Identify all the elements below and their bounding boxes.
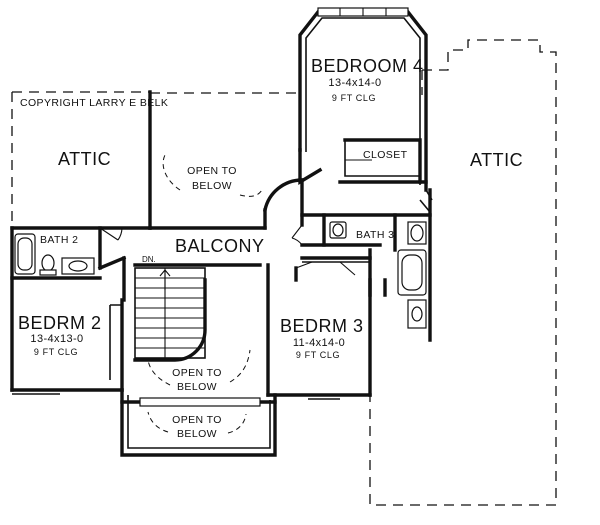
open-below-bottom-line2: BELOW: [177, 428, 217, 440]
bedrm-2-dims: 13-4x13-0: [30, 333, 84, 345]
balcony-walls: [122, 178, 304, 397]
bath-3-fixtures: [329, 221, 427, 329]
bath-3-walls: [300, 188, 432, 342]
closet-walls: [343, 138, 422, 184]
attic-right-outline: [369, 39, 557, 506]
bath-3-door: [291, 224, 303, 246]
attic-right-label: ATTIC: [470, 150, 524, 170]
bedroom-4-ceiling: 9 FT CLG: [331, 93, 377, 103]
bedroom-4-dims: 13-4x14-0: [328, 77, 382, 89]
open-below-mid-line2: BELOW: [177, 381, 217, 393]
bath-2-fixtures: [14, 233, 95, 276]
bedrm-2-label: BEDRM 2: [18, 313, 102, 333]
bath-2-door: [99, 227, 123, 241]
bath-2-label: BATH 2: [40, 234, 79, 246]
open-below-bottom-line1: OPEN TO: [172, 414, 222, 426]
attic-left-label: ATTIC: [58, 149, 112, 169]
open-below-mid-line1: OPEN TO: [172, 367, 222, 379]
bedrm-2-walls: [10, 255, 127, 395]
bay-windows: [317, 7, 409, 17]
closet-label: CLOSET: [363, 149, 408, 161]
open-below-top-line1: OPEN TO: [187, 165, 237, 177]
bedrm-3-dims: 11-4x14-0: [292, 337, 346, 349]
right-passage: [368, 189, 433, 297]
open-below-top-line2: BELOW: [192, 180, 232, 192]
upper-left-walls: [10, 90, 152, 392]
bedrm-3-ceiling: 9 FT CLG: [295, 350, 341, 360]
bedroom-4-label: BEDROOM 4: [311, 56, 424, 76]
balcony-label: BALCONY: [175, 236, 265, 256]
stair-flight: [133, 267, 207, 362]
stair-dn-label: DN.: [142, 255, 156, 264]
bedrm-2-ceiling: 9 FT CLG: [33, 347, 79, 357]
bath-3-label: BATH 3: [356, 229, 395, 241]
bedrm-3-walls: [266, 248, 372, 400]
bedrm-3-label: BEDRM 3: [280, 316, 364, 336]
copyright-label: COPYRIGHT LARRY E BELK: [20, 97, 169, 109]
lower-bay: [120, 388, 277, 457]
open-below-arrows: [147, 154, 263, 434]
attic-top-outline: [149, 92, 300, 150]
